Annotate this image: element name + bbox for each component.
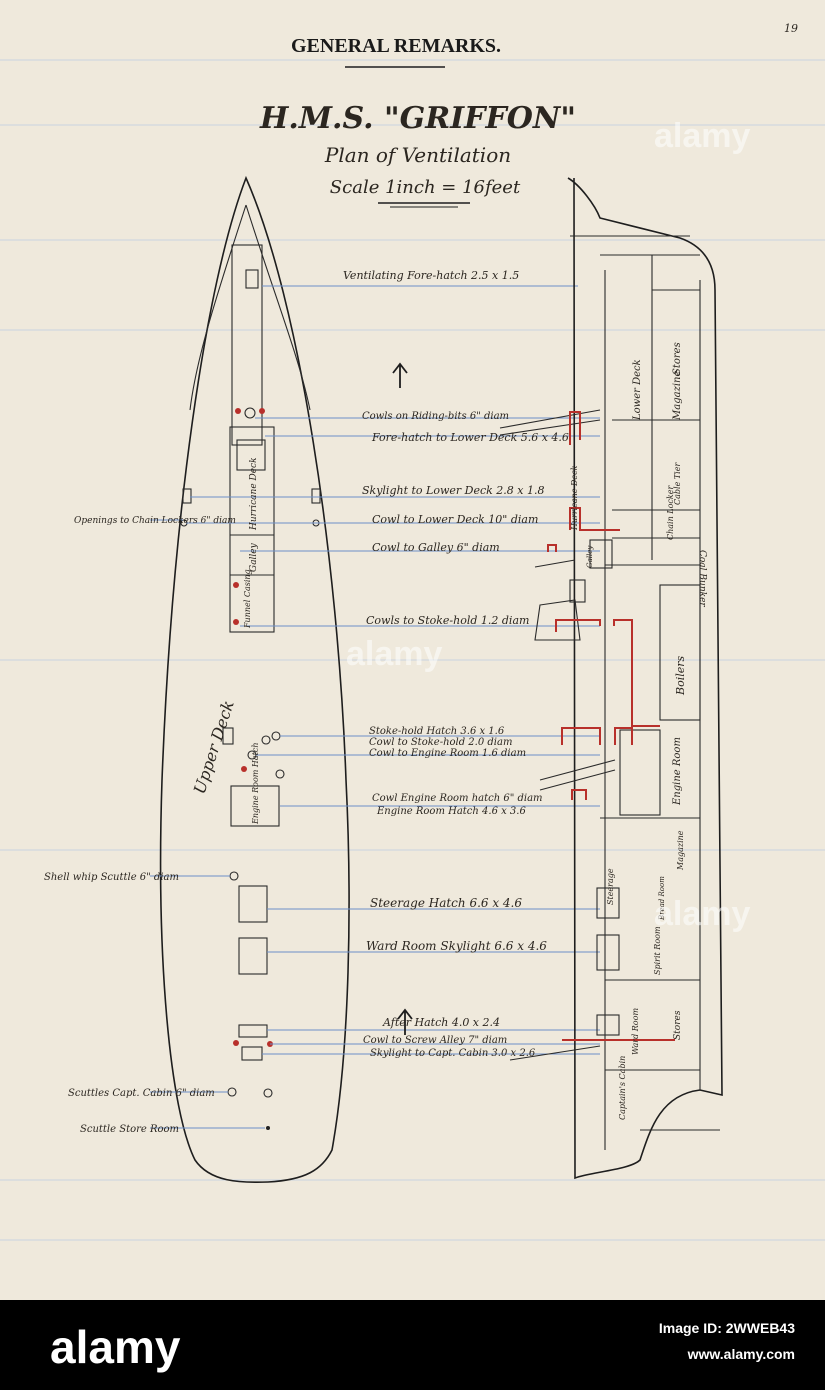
plan-title: Plan of Ventilation — [324, 143, 511, 167]
left-label: Scuttle Store Room — [80, 1124, 179, 1135]
center-label: Cowls on Riding-bits 6" diam — [362, 411, 509, 422]
profile-label: Magazine — [676, 830, 685, 871]
page-header: GENERAL REMARKS. — [291, 35, 501, 57]
profile-label: Spirit Room — [653, 926, 662, 975]
profile-label: Engine Room — [672, 737, 683, 806]
profile-label: Stores — [672, 342, 683, 375]
center-label: Stoke-hold Hatch 3.6 x 1.6 — [369, 726, 505, 737]
profile-label: Cable Tier — [673, 462, 682, 505]
ruled-lines — [0, 59, 825, 1241]
page-number: 19 — [784, 22, 798, 35]
center-label: Ventilating Fore-hatch 2.5 x 1.5 — [343, 269, 519, 282]
upper-deck-label: Upper Deck — [190, 698, 238, 796]
watermark: alamy — [654, 117, 750, 155]
forward-arrow-icon — [392, 362, 408, 388]
profile-label: Steerage — [606, 868, 615, 905]
left-label: Openings to Chain Lockers 6" diam — [74, 516, 236, 526]
profile-label: Coal Bunker — [697, 550, 707, 607]
manuscript-page: 19 GENERAL REMARKS. H.M.S. "GRIFFON" Pla… — [0, 0, 825, 1300]
plan-scale: Scale 1inch = 16feet — [330, 177, 521, 198]
profile-label: Hurricane Deck — [570, 465, 579, 531]
profile-label: Lower Deck — [632, 359, 643, 421]
profile-labels: Lower Deck Hurricane Deck Magazine Store… — [570, 342, 707, 1120]
plan-inner-label: Funnel Casing — [243, 569, 252, 629]
center-label: Cowl to Stoke-hold 2.0 diam — [369, 737, 512, 748]
site-url: www.alamy.com — [687, 1346, 795, 1362]
center-label: Cowl Engine Room hatch 6" diam — [372, 793, 543, 804]
profile-label: Captain's Cabin — [618, 1056, 627, 1120]
hull-plan-view — [159, 175, 350, 1184]
center-label: Cowl to Screw Alley 7" diam — [363, 1035, 507, 1046]
profile-label: Bread Room — [658, 876, 666, 921]
center-label: Cowl to Lower Deck 10" diam — [372, 513, 538, 526]
profile-label: Boilers — [674, 655, 687, 696]
watermark: alamy — [654, 895, 750, 933]
profile-label: Chain Locker — [666, 485, 675, 540]
profile-label: Stores — [673, 1010, 683, 1040]
profile-label: Ward Room — [631, 1008, 640, 1055]
center-label: Engine Room Hatch 4.6 x 3.6 — [376, 806, 526, 817]
left-label: Scuttles Capt. Cabin 6" diam — [68, 1088, 215, 1099]
center-label: Fore-hatch to Lower Deck 5.6 x 4.6 — [371, 431, 569, 444]
plan-inner-label: Hurricane Deck — [249, 457, 259, 531]
center-label: Skylight to Lower Deck 2.8 x 1.8 — [362, 484, 544, 497]
ventilation-plan-drawing: 19 GENERAL REMARKS. H.M.S. "GRIFFON" Pla… — [0, 22, 825, 1241]
image-id: Image ID: 2WWEB43 — [658, 1320, 795, 1336]
hull-profile-view — [499, 177, 723, 1180]
ventilation-ducts — [547, 411, 675, 1041]
ship-name: H.M.S. "GRIFFON" — [259, 101, 576, 136]
center-label: Cowls to Stoke-hold 1.2 diam — [366, 614, 529, 627]
alamy-logo: alamy — [50, 1321, 181, 1373]
plan-inner-label: Engine Room Hatch — [251, 743, 260, 825]
center-label: Ward Room Skylight 6.6 x 4.6 — [366, 939, 547, 953]
profile-label: Magazine — [672, 371, 683, 421]
center-label: Cowl to Galley 6" diam — [372, 541, 500, 554]
center-label: Steerage Hatch 6.6 x 4.6 — [370, 896, 522, 910]
center-labels: Ventilating Fore-hatch 2.5 x 1.5 Cowls o… — [343, 269, 569, 1059]
plan-inner-label: Galley — [249, 542, 259, 572]
aft-arrow-icon — [397, 1008, 413, 1035]
leader-lines — [150, 285, 600, 1129]
left-label: Shell whip Scuttle 6" diam — [44, 872, 179, 883]
center-label: Skylight to Capt. Cabin 3.0 x 2.6 — [370, 1048, 536, 1059]
center-label: After Hatch 4.0 x 2.4 — [382, 1016, 500, 1029]
profile-label: Galley — [586, 545, 594, 568]
stock-footer: alamy Image ID: 2WWEB43 www.alamy.com — [0, 1300, 825, 1390]
watermark: alamy — [346, 635, 442, 673]
center-label: Cowl to Engine Room 1.6 diam — [369, 748, 526, 759]
